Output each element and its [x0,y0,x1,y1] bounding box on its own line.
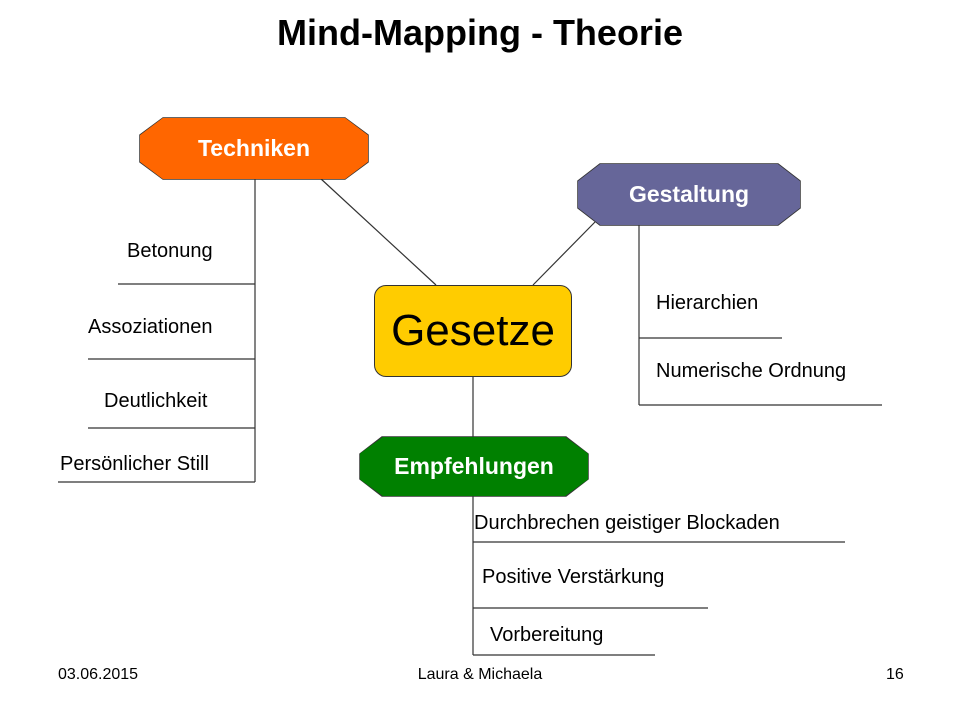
empfehlungen-label: Empfehlungen [394,453,554,479]
connector-center-gestaltung [532,221,596,286]
techniken-item: Betonung [127,240,213,262]
techniken-item: Deutlichkeit [104,390,208,412]
gestaltung-label: Gestaltung [628,181,750,207]
empfehlungen-item: Durchbrechen geistiger Blockaden [474,512,780,534]
empfehlungen-item: Vorbereitung [490,624,604,646]
techniken-item: Persönlicher Still [60,453,209,475]
center-label: Gesetze [391,306,555,355]
footer-authors: Laura & Michaela [417,666,543,683]
gestaltung-item: Hierarchien [656,292,759,314]
gestaltung-item: Numerische Ordnung [656,360,847,382]
empfehlungen-node: Empfehlungen [360,437,588,496]
footer-page-number: 16 [886,666,904,683]
techniken-label: Techniken [197,135,311,161]
connector-center-techniken [319,177,437,286]
slide-title: Mind-Mapping - Theorie [277,12,683,53]
empfehlungen-item: Positive Verstärkung [482,566,665,588]
techniken-item: Assoziationen [88,316,213,338]
footer-date: 03.06.2015 [58,666,139,683]
gestaltung-node: Gestaltung [578,164,800,225]
techniken-node: Techniken [140,118,368,179]
center-node: Gesetze [374,285,572,377]
